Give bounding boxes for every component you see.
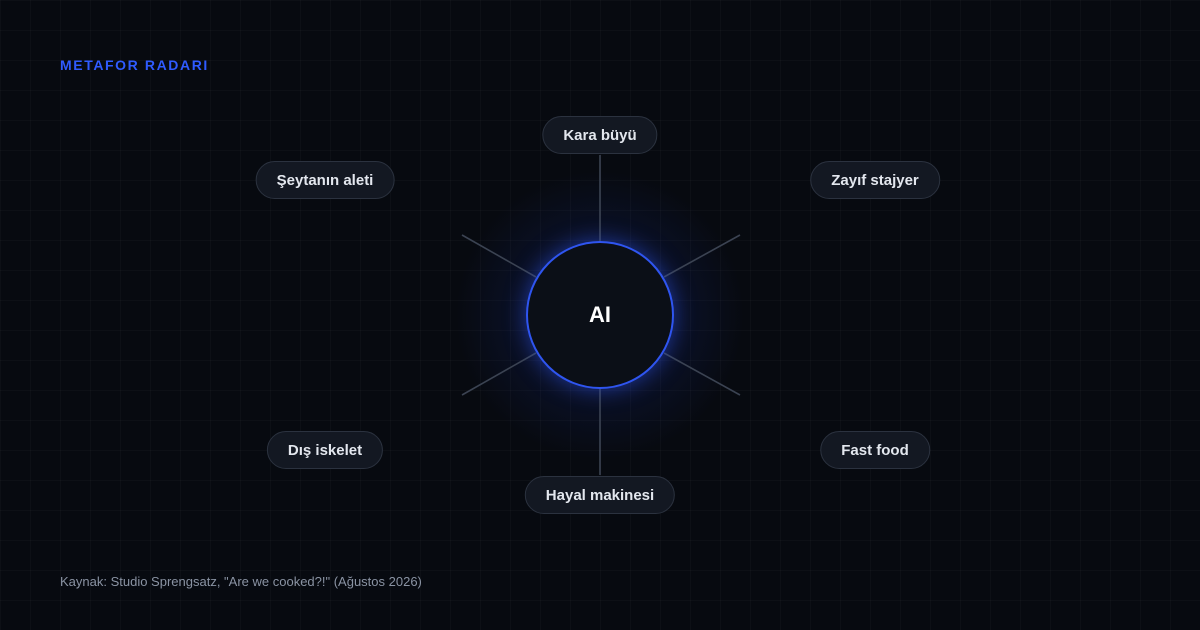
metaphor-node-label: Dış iskelet [287,441,363,459]
source-caption: Kaynak: Studio Sprengsatz, "Are we cooke… [60,574,422,589]
metaphor-node-label: Kara büyü [563,126,637,144]
metaphor-node-kara-buyu: Kara büyü [542,116,658,154]
metaphor-node-label: Hayal makinesi [545,486,655,504]
center-node: AI [526,241,674,389]
metaphor-node-label: Zayıf stajyer [831,171,919,189]
spoke-lower-left [461,352,537,396]
metaphor-node-zayif-stajyer: Zayıf stajyer [810,161,940,199]
metaphor-node-label: Şeytanın aleti [276,171,374,189]
spoke-lower-right [663,352,741,396]
spoke-upper-left [461,234,537,278]
metaphor-node-fast-food: Fast food [820,431,930,469]
metaphor-node-hayal-makinesi: Hayal makinesi [524,476,676,514]
kicker-title: METAFOR RADARI [60,57,209,73]
metaphor-node-label: Fast food [841,441,909,459]
metaphor-node-seytanin-aleti: Şeytanın aleti [255,161,395,199]
spoke-upper-right [663,234,741,278]
metaphor-node-dis-iskelet: Dış iskelet [266,431,384,469]
center-node-label: AI [589,302,611,327]
